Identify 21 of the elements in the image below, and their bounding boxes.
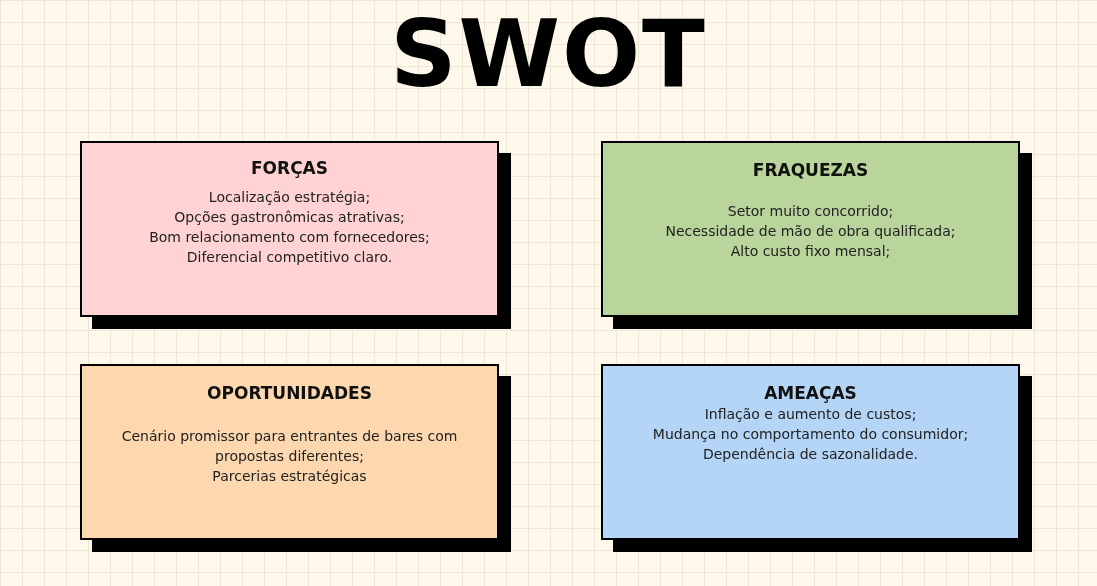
list-item: Localização estratégia;	[207, 188, 372, 207]
list-item: Diferencial competitivo claro.	[185, 248, 394, 267]
list-item: Cenário promissor para entrantes de bares com propostas diferentes;	[120, 427, 459, 466]
list-item: Alto custo fixo mensal;	[729, 242, 892, 261]
swot-card	[80, 141, 499, 317]
title: SWOT	[389, 0, 708, 110]
swot-card	[601, 141, 1020, 317]
card-heading: FRAQUEZAS	[751, 159, 870, 181]
swot-card	[80, 364, 499, 540]
list-item: Bom relacionamento com fornecedores;	[148, 228, 431, 247]
list-item: Dependência de sazonalidade.	[701, 445, 920, 464]
card-heading: FORÇAS	[250, 157, 329, 179]
list-item: Opções gastronômicas atrativas;	[173, 208, 406, 227]
swot-card	[601, 364, 1020, 540]
card-heading: OPORTUNIDADES	[206, 382, 373, 404]
list-item: Parcerias estratégicas	[211, 467, 368, 486]
card-heading: AMEAÇAS	[763, 382, 858, 404]
list-item: Inflação e aumento de custos;	[703, 405, 918, 424]
list-item: Necessidade de mão de obra qualificada;	[664, 222, 957, 241]
list-item: Mudança no comportamento do consumidor;	[651, 425, 970, 444]
list-item: Setor muito concorrido;	[726, 202, 895, 221]
